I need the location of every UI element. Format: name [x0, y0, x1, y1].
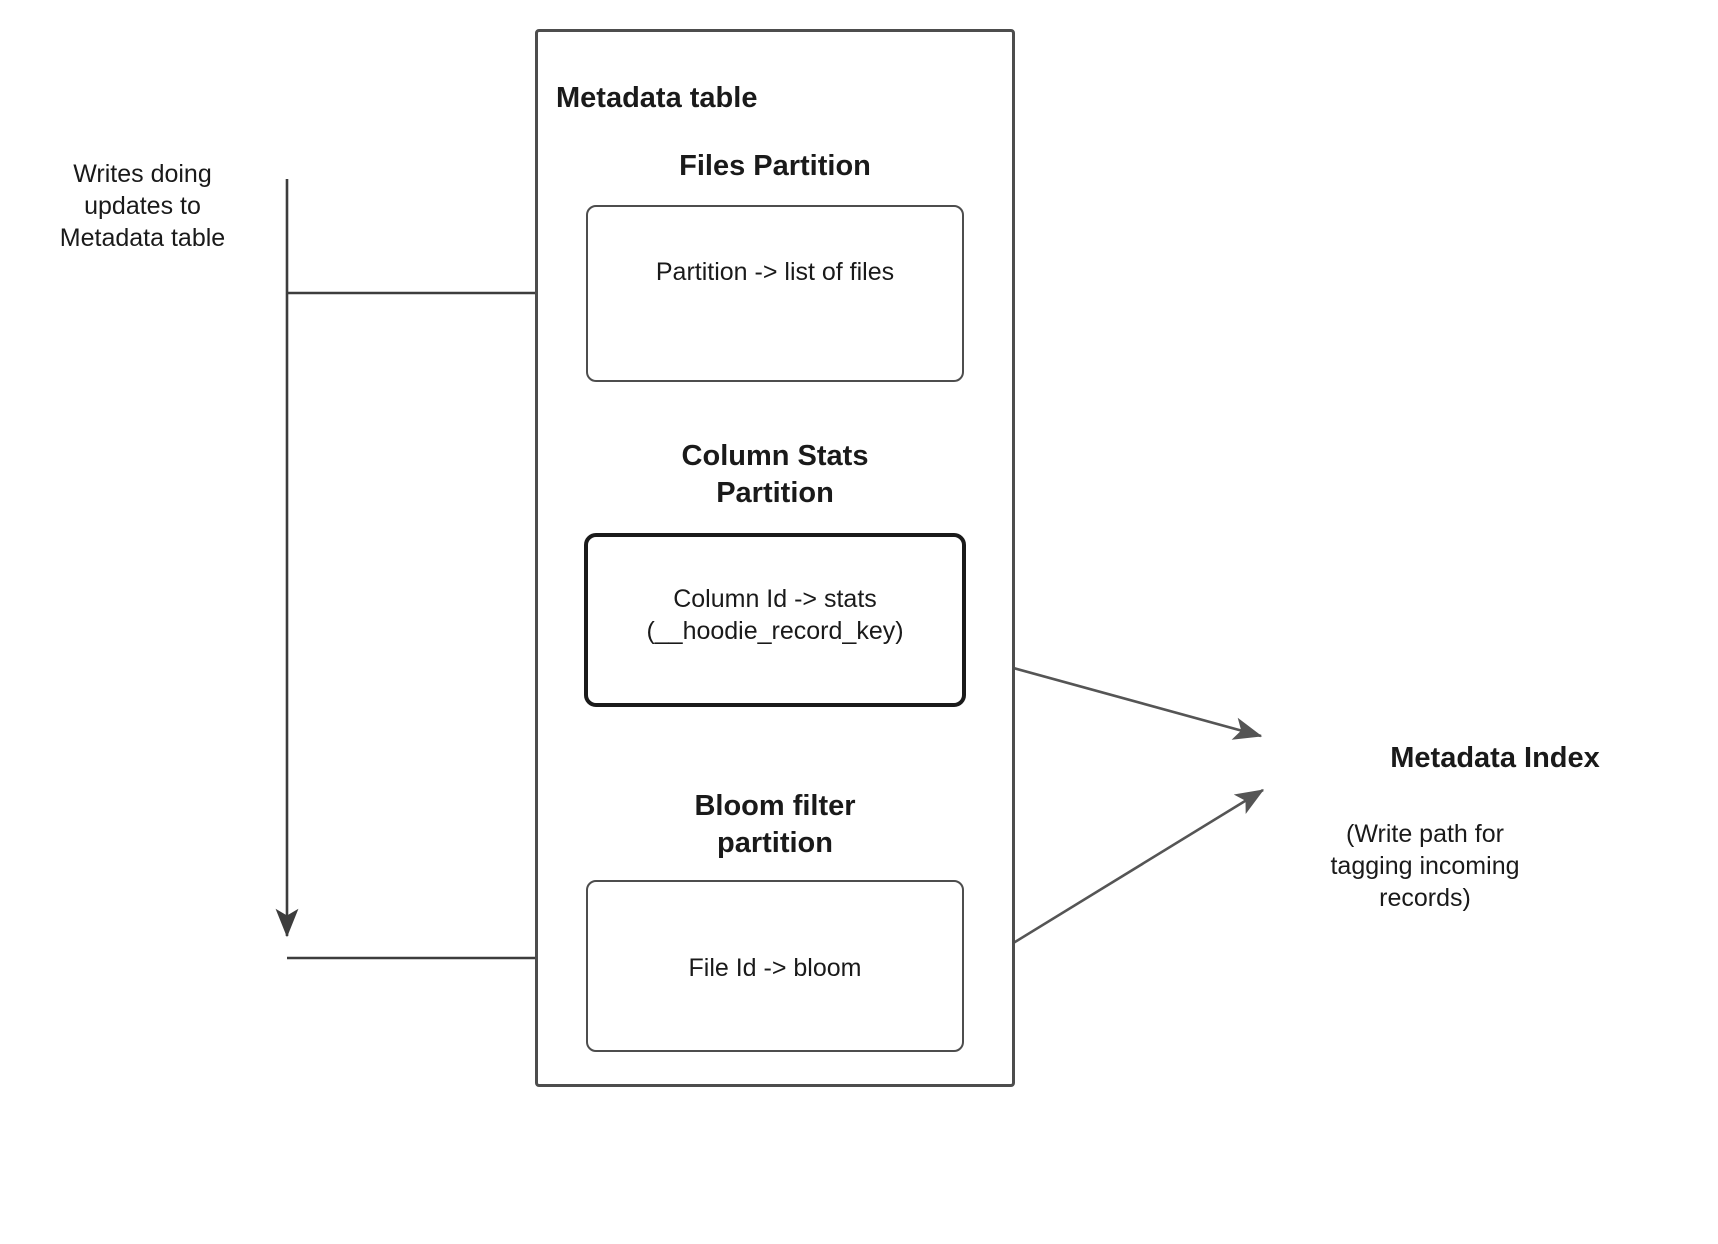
metadata-table-title: Metadata table [556, 82, 758, 114]
bloom-filter-partition-box [586, 880, 964, 1052]
column-stats-partition-box [584, 533, 966, 707]
column-stats-partition-box-text: Column Id -> stats (__hoodie_record_key) [646, 585, 904, 645]
metadata-index-title: Metadata Index [1390, 742, 1600, 774]
bloom-filter-partition-heading: Bloom filter partition [694, 790, 856, 860]
bloom-filter-partition-box-text: File Id -> bloom [688, 954, 862, 982]
metadata-index-note: (Write path for tagging incoming records… [1330, 820, 1520, 912]
column-stats-partition-heading: Column Stats Partition [681, 440, 869, 510]
files-partition-box-text: Partition -> list of files [655, 258, 895, 286]
files-partition-box [586, 205, 964, 382]
writes-doing-updates-note: Writes doing updates to Metadata table [59, 160, 226, 252]
files-partition-heading: Files Partition [679, 150, 871, 182]
